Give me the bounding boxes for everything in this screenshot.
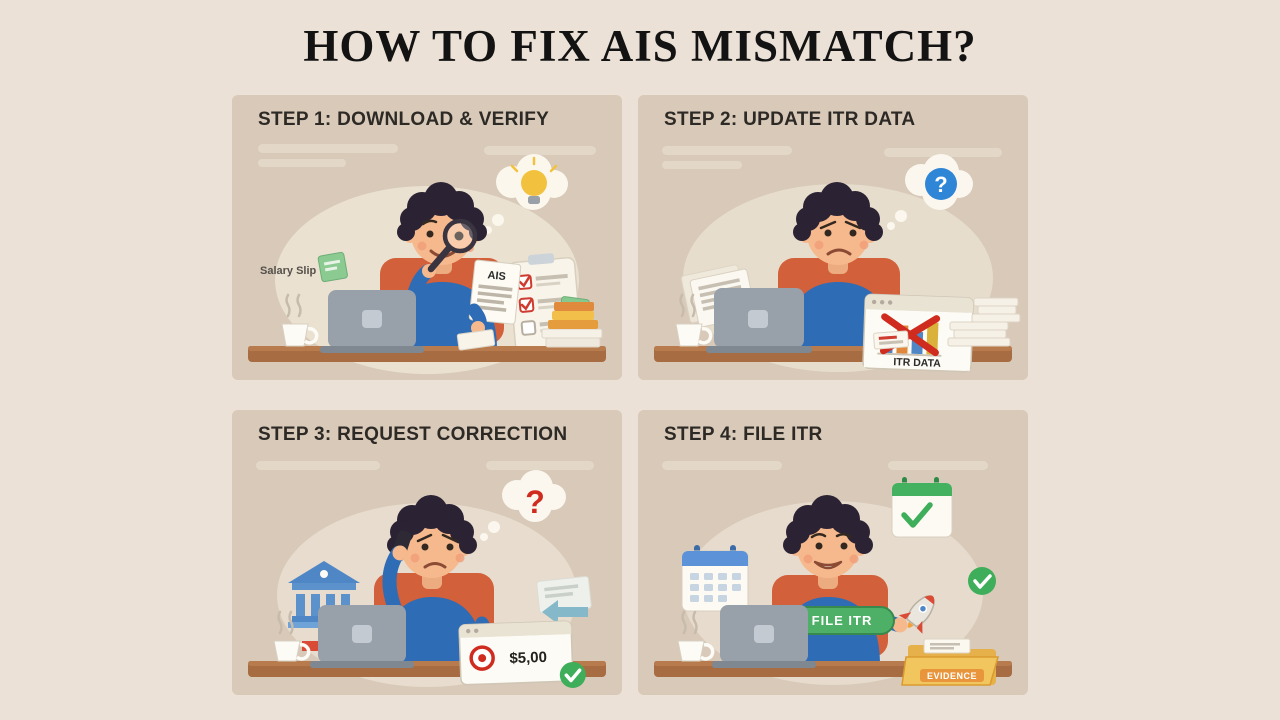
- file-itr-label: FILE ITR: [812, 613, 873, 628]
- coffee-cup-icon: [281, 293, 319, 347]
- flagged-doc: [873, 330, 909, 350]
- magnifier-icon: [427, 218, 478, 273]
- calendar-icon: [681, 545, 749, 612]
- step-4-illustration: FILE ITR: [654, 461, 1012, 686]
- lightbulb-icon: [510, 156, 558, 204]
- question-bubble: ?: [887, 154, 973, 230]
- hair: [793, 182, 883, 241]
- decor-lines: [662, 461, 988, 470]
- decor-lines: [258, 144, 596, 167]
- evidence-label: EVIDENCE: [927, 671, 977, 681]
- books-paper-stack: [541, 302, 603, 348]
- laptop-icon: [706, 288, 812, 353]
- step-1-illustration: Salary Slip: [248, 144, 606, 374]
- green-check-icon: [559, 661, 586, 688]
- salary-slip-label: Salary Slip: [260, 265, 317, 277]
- amount-label: $5,00: [509, 649, 547, 667]
- correction-window: $5,00: [458, 620, 586, 688]
- page-title: HOW TO FIX AIS MISMATCH?: [303, 21, 977, 71]
- laptop-icon: [712, 605, 816, 668]
- calendar-check-icon: [891, 477, 953, 538]
- question-mark: ?: [934, 172, 947, 197]
- desk: [248, 346, 606, 362]
- question-mark: ?: [525, 484, 545, 520]
- coffee-cup-icon: [675, 293, 713, 347]
- steps-grid: STEP 1: DOWNLOAD & VERIFY: [232, 95, 1028, 695]
- step-4-heading: STEP 4: FILE ITR: [664, 424, 823, 445]
- step-2-illustration: ?: [654, 146, 1021, 373]
- reply-sheets: [536, 575, 592, 614]
- thought-bubble-lightbulb: [484, 154, 568, 234]
- laptop-icon: [310, 605, 414, 668]
- step-2-panel: STEP 2: UPDATE ITR DATA ?: [638, 95, 1028, 380]
- teal-arrow-icon: [542, 600, 588, 624]
- evidence-folder-icon: EVIDENCE: [901, 638, 999, 686]
- step-3-illustration: ?: [248, 461, 606, 688]
- coffee-cup-icon: [677, 610, 715, 662]
- file-itr-button: FILE ITR: [789, 606, 895, 635]
- itr-data-label: ITR DATA: [893, 356, 941, 370]
- desk-sheet: [456, 329, 496, 351]
- step-3-heading: STEP 3: REQUEST CORRECTION: [258, 424, 568, 445]
- decor-lines: [256, 461, 594, 470]
- paper-stacks: [947, 297, 1021, 347]
- question-bubble: ?: [480, 470, 566, 541]
- decor-lines: [662, 146, 1002, 169]
- hair: [783, 495, 873, 554]
- step-1-heading: STEP 1: DOWNLOAD & VERIFY: [258, 109, 550, 130]
- laptop-icon: [320, 290, 424, 353]
- step-2-heading: STEP 2: UPDATE ITR DATA: [664, 109, 916, 130]
- rocket-icon: [898, 595, 935, 634]
- green-check-icon: [968, 567, 996, 595]
- step-4-panel: STEP 4: FILE ITR: [638, 410, 1028, 695]
- step-1-panel: STEP 1: DOWNLOAD & VERIFY: [232, 95, 622, 380]
- step-3-panel: STEP 3: REQUEST CORRECTION ?: [232, 410, 622, 695]
- coffee-cup-icon: [273, 610, 311, 662]
- ais-document: AIS: [468, 259, 522, 325]
- ais-doc-label: AIS: [487, 269, 506, 283]
- question-circle-icon: [925, 168, 957, 200]
- salary-slip-note: Salary Slip: [260, 251, 348, 283]
